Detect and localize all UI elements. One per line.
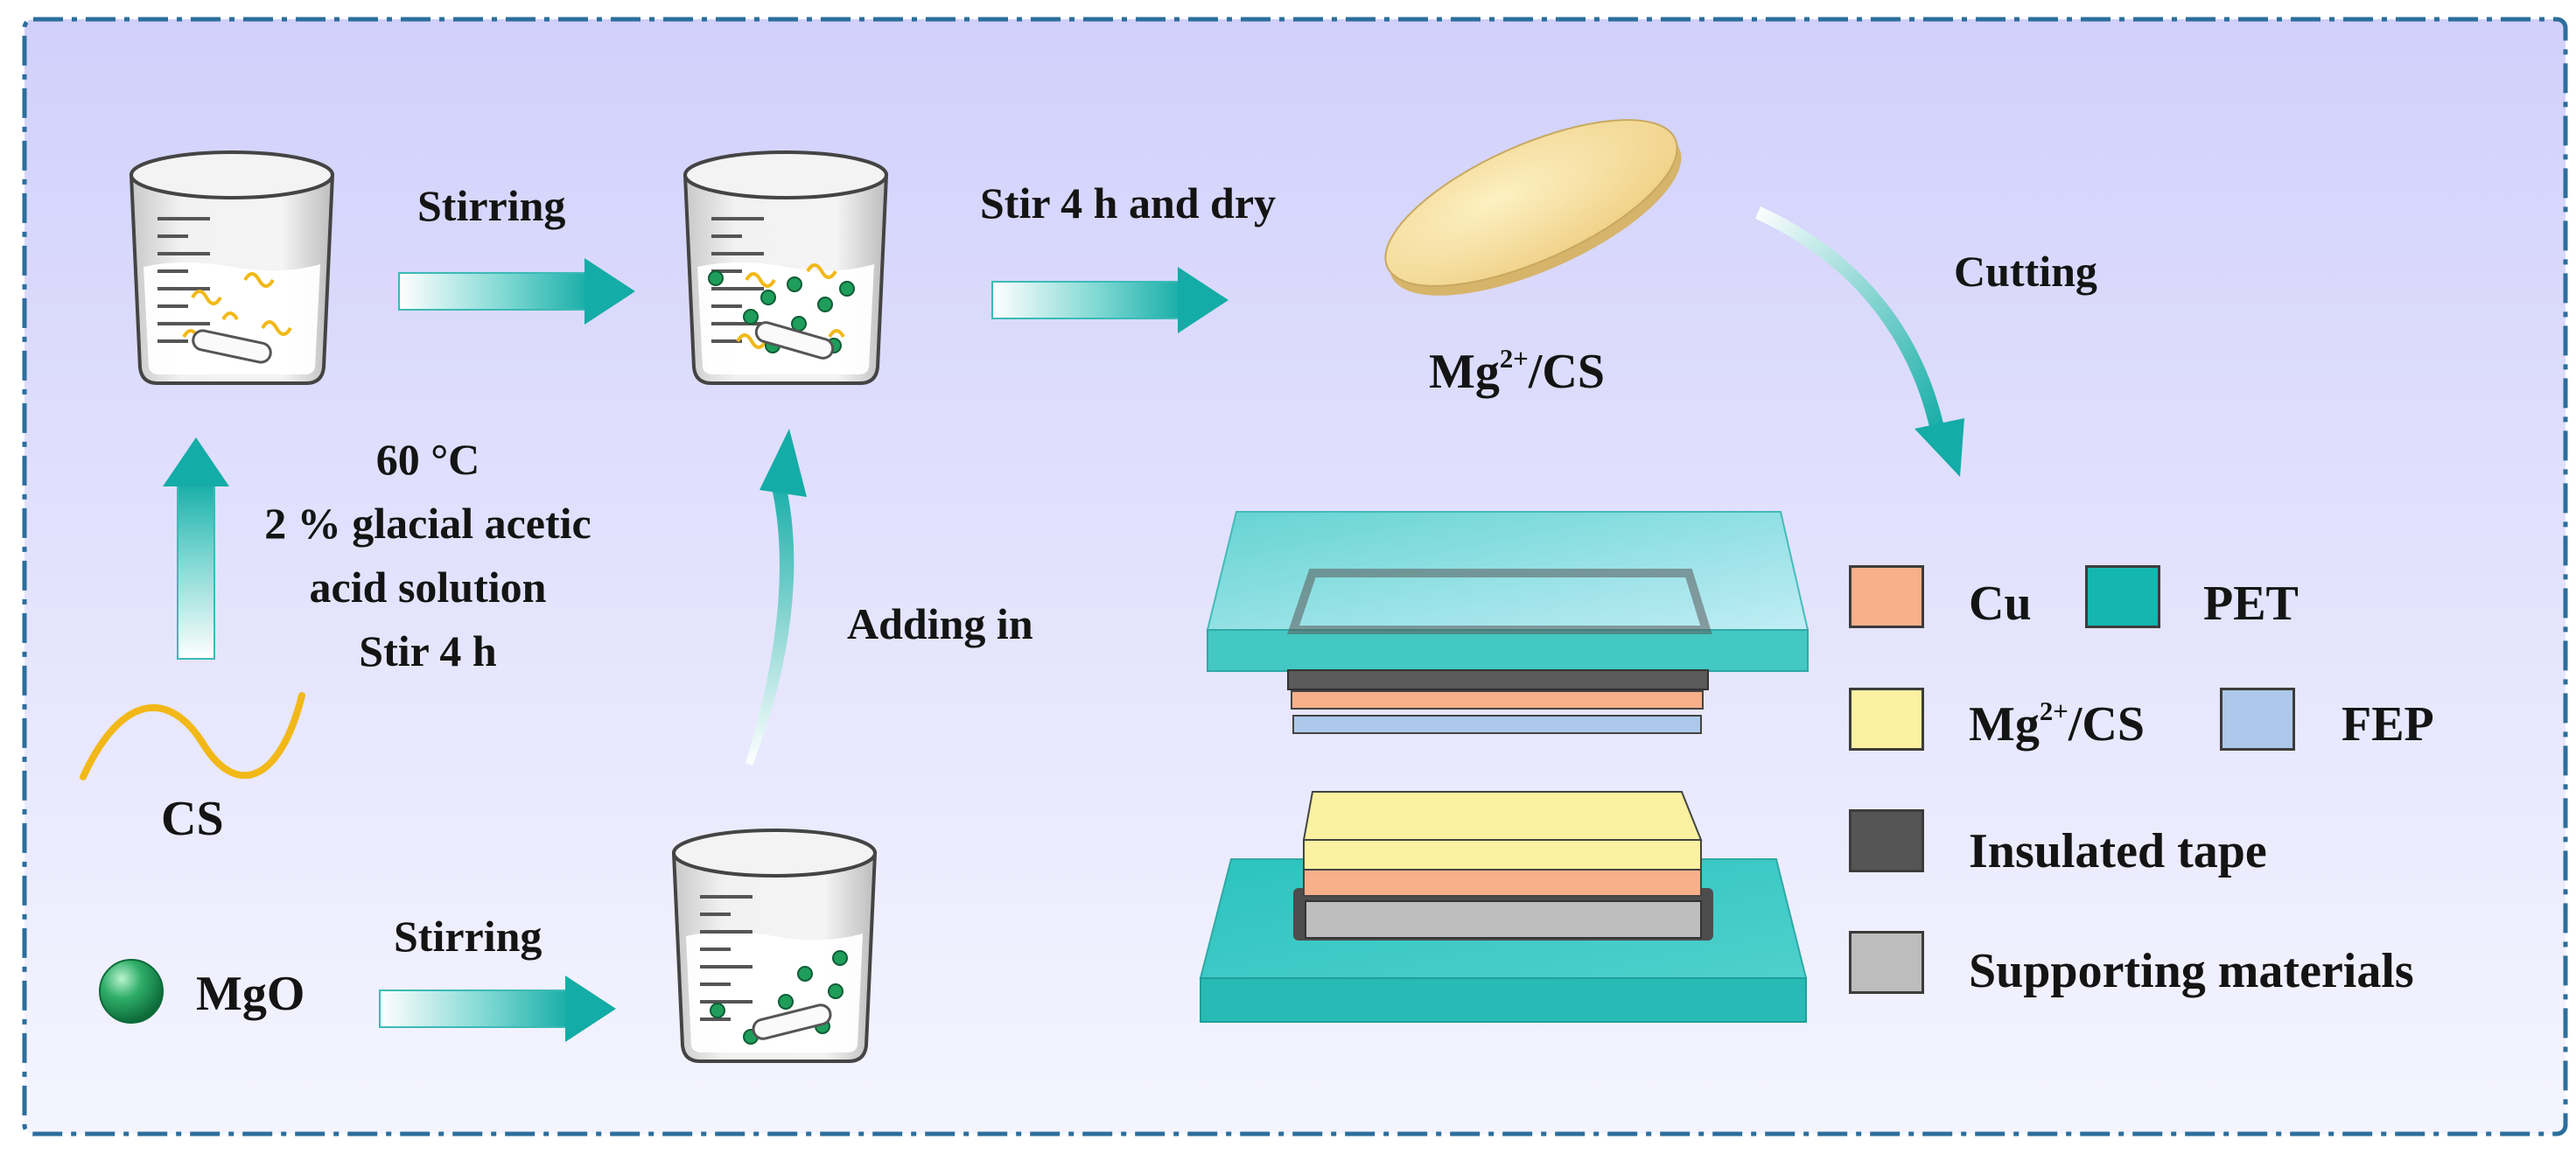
legend-swatch-fep (2220, 688, 2295, 751)
conditions-line-1: 60 °C (375, 435, 480, 484)
beaker-chitosan (129, 150, 335, 385)
arrow-cs-up (163, 437, 229, 660)
label-stirring-bottom: Stirring (394, 912, 542, 961)
arrow-cutting (1755, 206, 1964, 477)
legend-swatch-support (1849, 931, 1924, 994)
legend-swatch-cu (1849, 565, 1924, 628)
arrow-adding-in (746, 429, 807, 766)
dash-dot-border (22, 17, 2568, 1137)
legend-label-mgcs: Mg2+/CS (1969, 696, 2145, 752)
legend-label-fep: FEP (2342, 697, 2434, 752)
label-stirring-top: Stirring (417, 181, 566, 230)
label-cs: CS (161, 792, 224, 846)
conditions-line-2: 2 % glacial acetic (264, 499, 592, 548)
beaker-mixture (682, 150, 889, 385)
arrow-stirring-bottom (379, 976, 616, 1042)
label-stir-dry: Stir 4 h and dry (980, 178, 1277, 227)
legend-label-pet: PET (2203, 577, 2299, 631)
beaker-mgo (671, 829, 878, 1063)
label-cutting: Cutting (1954, 247, 2097, 296)
arrow-stirring-top (398, 258, 635, 325)
label-film: Mg2+/CS (1429, 344, 1605, 400)
legend-swatch-mgcs (1849, 688, 1924, 751)
teng-upper-assembly (1206, 511, 1810, 734)
mgcs-film-disc (1384, 119, 1682, 296)
teng-lower-assembly (1199, 791, 1808, 1023)
legend-label-support: Supporting materials (1969, 944, 2414, 998)
legend-swatch-pet (2085, 565, 2160, 628)
conditions-line-4: Stir 4 h (359, 626, 497, 675)
cs-chain-icon (80, 692, 305, 780)
label-mgo: MgO (196, 967, 305, 1021)
arrow-stir-dry (991, 267, 1228, 333)
legend-label-cu: Cu (1969, 577, 2032, 631)
mgo-sphere-icon (99, 959, 164, 1024)
legend-swatch-tape (1849, 809, 1924, 872)
label-adding-in: Adding in (847, 599, 1033, 648)
conditions-line-3: acid solution (309, 563, 547, 612)
legend-label-tape: Insulated tape (1969, 824, 2267, 878)
